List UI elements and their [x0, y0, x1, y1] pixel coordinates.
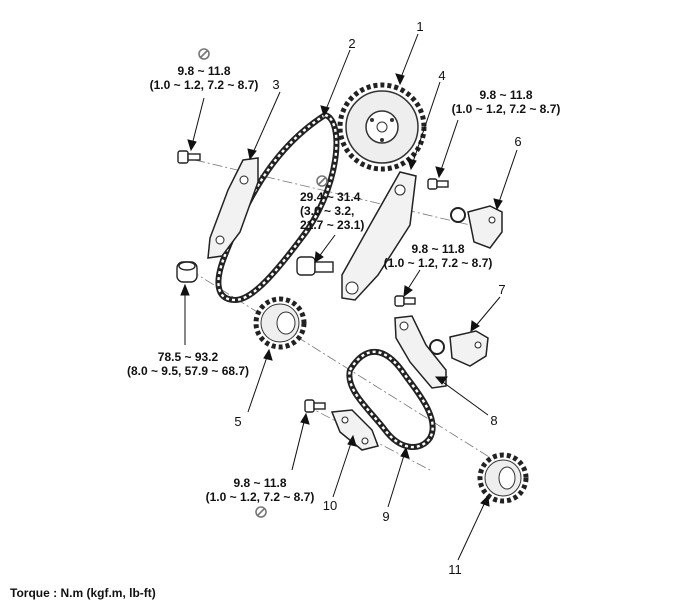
lower-chain-guide — [330, 409, 379, 451]
torque-value: 29.4 ~ 31.4 — [300, 190, 361, 204]
callout-6: 6 — [514, 134, 522, 149]
torque-units-legend: Torque : N.m (kgf.m, lb-ft) — [10, 586, 156, 600]
callout-8: 8 — [490, 413, 498, 428]
callout-9: 9 — [382, 509, 390, 524]
no-reuse-icon — [255, 506, 267, 518]
torque-units: (1.0 ~ 1.2, 7.2 ~ 8.7) — [149, 78, 259, 92]
camshaft-sprocket — [337, 82, 427, 172]
torque-label-guide-bolt: 9.8 ~ 11.8 (1.0 ~ 1.2, 7.2 ~ 8.7) — [150, 64, 259, 92]
torque-value: 9.8 ~ 11.8 — [177, 64, 231, 78]
bolts — [176, 150, 449, 413]
torque-units: (1.0 ~ 1.2, 7.2 ~ 8.7) — [205, 490, 315, 504]
torque-units: (1.0 ~ 1.2, 7.2 ~ 8.7) — [383, 256, 493, 270]
leader-lines — [180, 33, 518, 561]
bolt-guide-10 — [304, 399, 326, 413]
callout-11: 11 — [448, 562, 462, 577]
callout-1: 1 — [416, 19, 424, 34]
torque-units-cont: 21.7 ~ 23.1) — [300, 218, 365, 232]
torque-label-tensioner-bolt: 9.8 ~ 11.8 (1.0 ~ 1.2, 7.2 ~ 8.7) — [452, 88, 561, 116]
chain-tensioner-arm — [341, 171, 417, 301]
callout-10: 10 — [322, 498, 338, 513]
crank-bolt — [176, 261, 198, 283]
lower-chain-arm — [394, 315, 447, 389]
torque-value: 9.8 ~ 11.8 — [479, 88, 533, 102]
torque-units: (3.0 ~ 3.2, — [300, 204, 355, 218]
pivot-bolt-4 — [296, 256, 334, 276]
upper-tensioner — [450, 205, 503, 249]
callout-7: 7 — [498, 282, 506, 297]
callout-4: 4 — [438, 68, 446, 83]
callout-3: 3 — [272, 77, 280, 92]
oil-pump-sprocket — [477, 452, 529, 504]
callout-2: 2 — [348, 36, 356, 51]
torque-label-pivot-bolt: 29.4 ~ 31.4 (3.0 ~ 3.2, 21.7 ~ 23.1) — [300, 190, 364, 232]
bolt-guide-3 — [177, 150, 201, 164]
torque-value: 9.8 ~ 11.8 — [233, 476, 287, 490]
torque-units: (1.0 ~ 1.2, 7.2 ~ 8.7) — [451, 102, 561, 116]
torque-label-lower-guide-bolt: 9.8 ~ 11.8 (1.0 ~ 1.2, 7.2 ~ 8.7) — [206, 476, 315, 504]
callout-5: 5 — [234, 414, 242, 429]
lower-tensioner — [429, 330, 489, 367]
torque-value: 78.5 ~ 93.2 — [157, 350, 219, 364]
upper-chain-guide — [207, 157, 259, 259]
no-reuse-icon — [198, 48, 210, 60]
bolt-tensioner-7 — [394, 295, 416, 307]
no-reuse-icon — [316, 175, 328, 187]
torque-value: 9.8 ~ 11.8 — [411, 242, 465, 256]
bolt-tensioner-6 — [427, 178, 449, 190]
torque-units: (8.0 ~ 9.5, 57.9 ~ 68.7) — [126, 364, 250, 378]
crankshaft-sprocket — [253, 296, 307, 350]
torque-label-lower-tensioner-bolt: 9.8 ~ 11.8 (1.0 ~ 1.2, 7.2 ~ 8.7) — [384, 242, 493, 270]
torque-label-crank-bolt: 78.5 ~ 93.2 (8.0 ~ 9.5, 57.9 ~ 68.7) — [127, 350, 249, 378]
lower-timing-chain — [346, 348, 436, 450]
